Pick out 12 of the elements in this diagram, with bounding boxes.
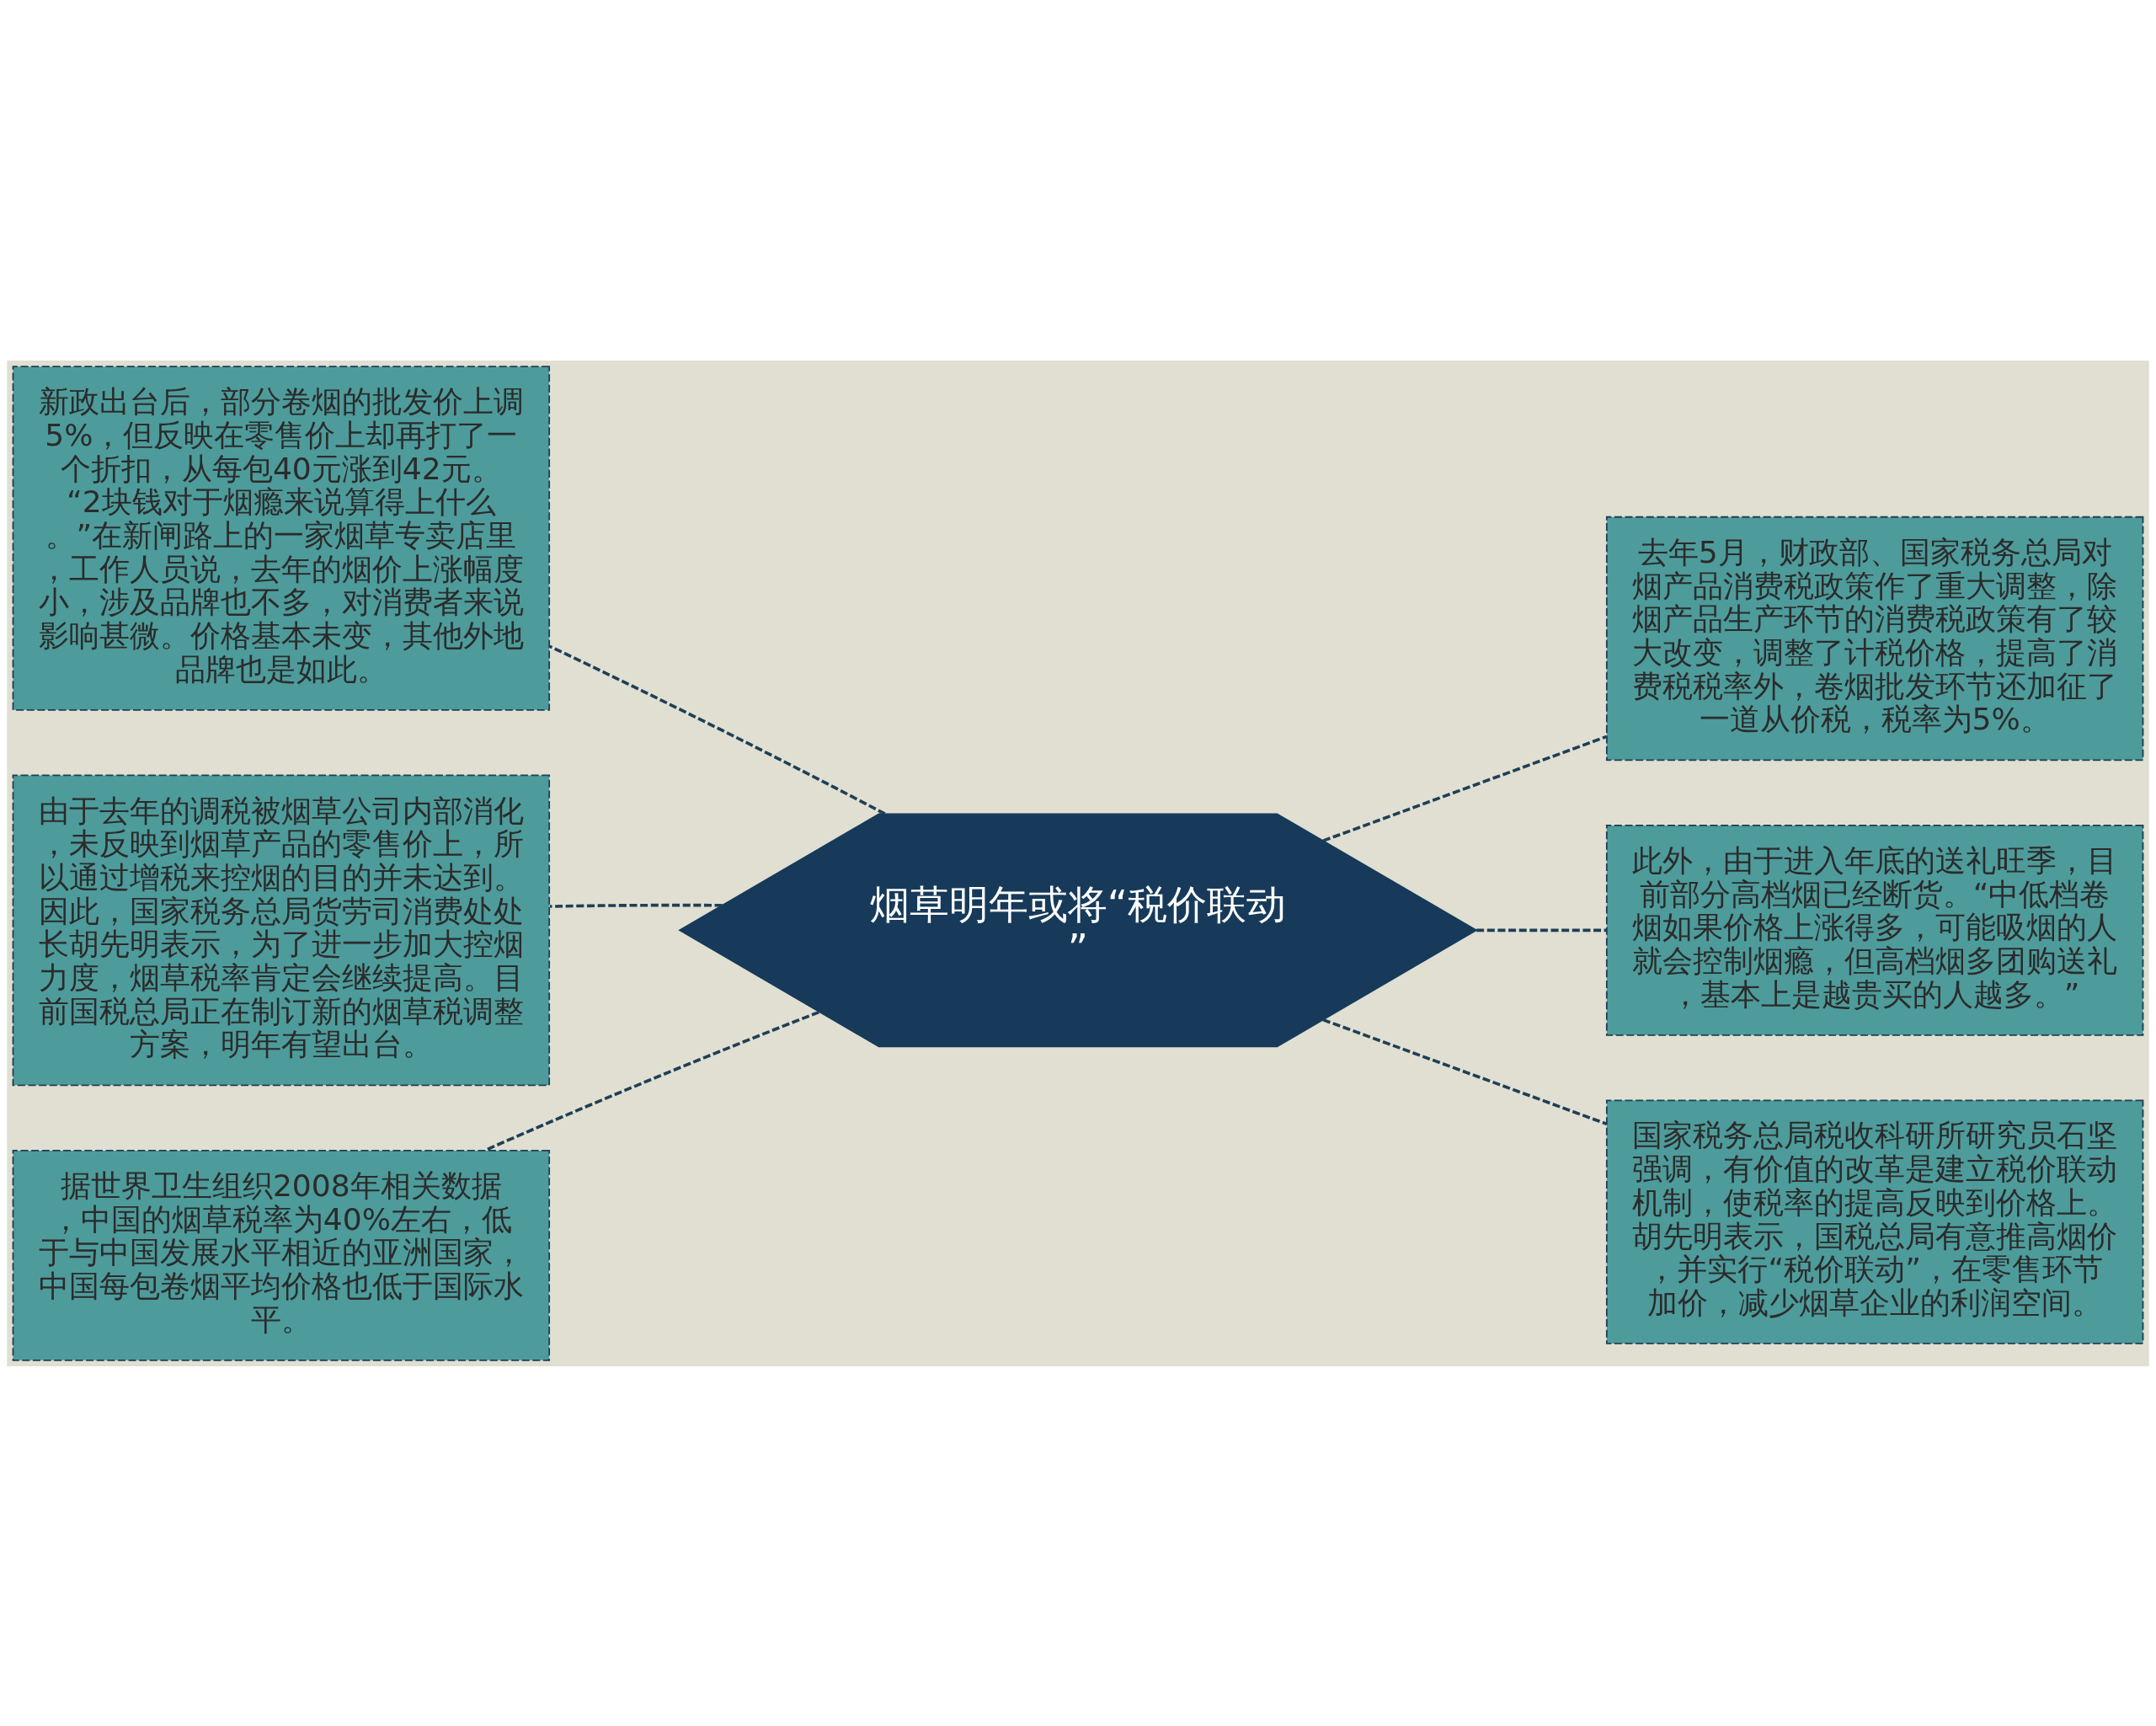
connector	[549, 903, 723, 908]
connector	[1322, 1018, 1608, 1125]
node-box: 国家税务总局税收科研所研究员石坚强调，有价值的改革是建立税价联动机制，使税率的提高反映到价格上。胡先明表示，国税总局有意推高烟价，并实行“税价联动”，在零售环节加价，减少烟草企业的利润空间。	[1605, 1098, 2144, 1344]
node-box: 由于去年的调税被烟草公司内部消化，未反映到烟草产品的零售价上，所以通过增税来控烟的目的并未达到。因此，国家税务总局货劳司消费处处长胡先明表示，为了进一步加大控烟力度，烟草税率肯定会继续提高。目前国税总局正在制订新的烟草税调整方案，明年有望出台。	[12, 774, 551, 1086]
node-box: 新政出台后，部分卷烟的批发价上调5%，但反映在零售价上却再打了一个折扣，从每包40元涨到42元。 “2块钱对于烟瘾来说算得上什么。”在新闸路上的一家烟草专卖店里，工作人员说，去年的烟价上涨幅度小，涉及品牌也不多，对消费者来说影响甚微。价格基本未变，其他外地品牌也是如此。	[12, 365, 551, 711]
node-box: 此外，由于进入年底的送礼旺季，目前部分高档烟已经断货。“中低档卷烟如果价格上涨得多，可能吸烟的人就会控制烟瘾，但高档烟多团购送礼，基本上是越贵买的人越多。”	[1605, 824, 2144, 1036]
connector	[549, 644, 886, 815]
connector	[484, 1010, 819, 1152]
connector	[1322, 735, 1608, 842]
node-box: 去年5月，财政部、国家税务总局对烟产品消费税政策作了重大调整，除烟产品生产环节的消费税政策有了较大改变，调整了计税价格，提高了消费税税率外，卷烟批发环节还加征了一道从价税，税率为5%。	[1605, 516, 2144, 761]
connector	[1476, 928, 1607, 932]
node-box: 据世界卫生组织2008年相关数据，中国的烟草税率为40%左右，低于与中国发展水平相近的亚洲国家，中国每包卷烟平均价格也低于国际水平。	[12, 1149, 551, 1361]
